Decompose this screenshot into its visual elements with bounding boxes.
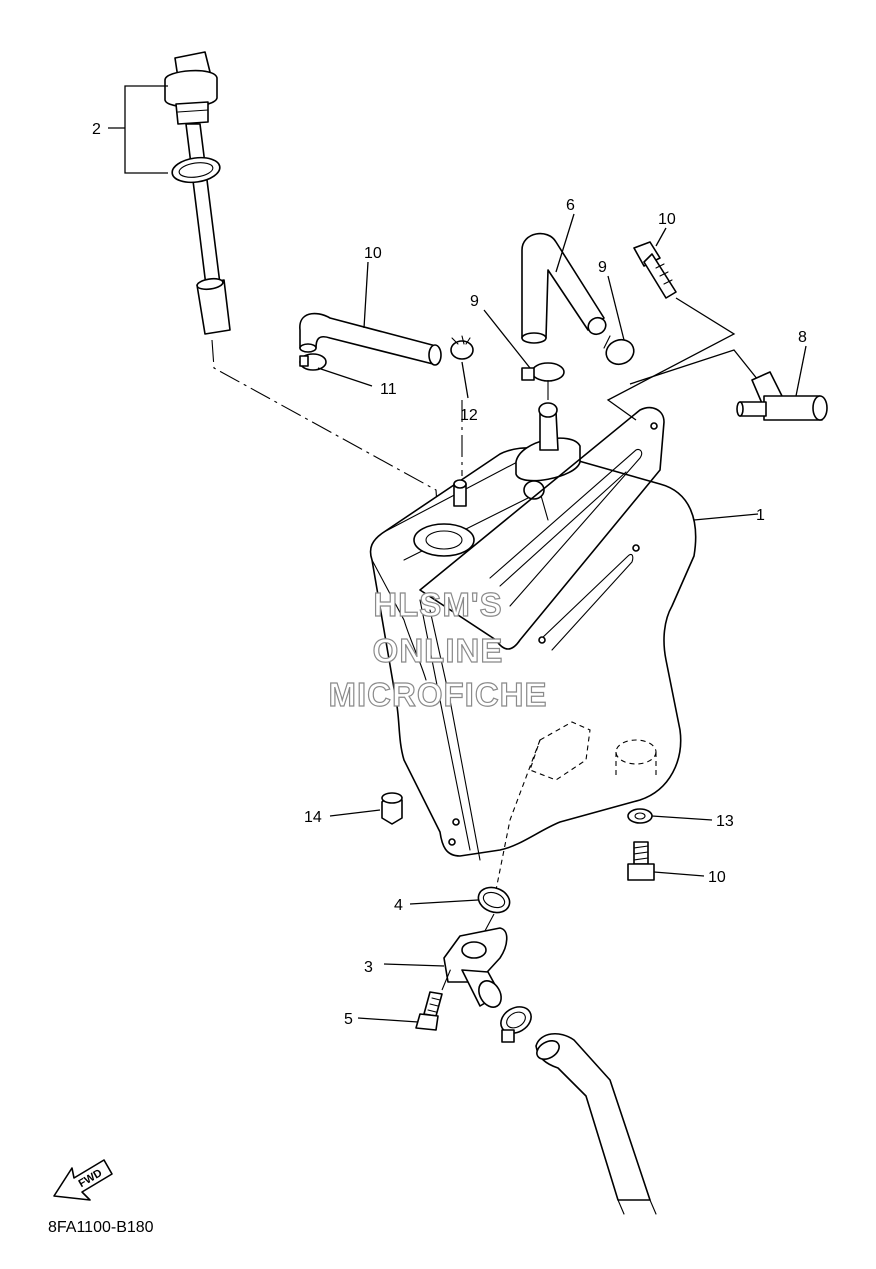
level-sensor [164,51,231,335]
leader-14 [329,809,381,817]
callout-14: 14 [304,809,322,826]
hose-clamp-9b [603,335,635,366]
assembly-line-5 [441,965,453,991]
watermark-line-3: MICROFICHE [329,676,548,713]
fwd-arrow-icon: FWD [53,1159,113,1201]
hose-clamp-10a [299,353,327,371]
watermark-line-1: HLSM'S [373,586,502,623]
elbow-hose-6 [521,232,607,344]
leader-10b [461,361,469,399]
bolt-5 [415,991,443,1031]
leader-4 [409,899,479,905]
outlet-flange-3 [443,927,508,1008]
bolt-13 [633,241,677,299]
leader-9b [607,275,625,341]
bolt-11 [627,841,655,881]
callout-10a: 11 [380,381,397,398]
leader-5 [357,1017,419,1023]
leader-10a [317,367,373,387]
watermark-line-2: ONLINE [373,632,504,669]
callout-13: 10 [658,211,676,228]
callout-9b: 9 [598,259,607,276]
washer-12 [627,808,653,824]
callout-4: 4 [394,897,403,914]
callout-1: 1 [756,507,765,524]
leader-6 [555,213,575,273]
callout-12: 13 [716,813,734,830]
leader-12 [651,815,713,821]
breather-hose-7 [299,312,442,366]
leader-8 [795,345,807,397]
callout-8: 8 [798,329,807,346]
leader-1 [693,513,759,521]
callout-2: 2 [92,121,101,138]
callout-5: 5 [344,1011,353,1028]
callout-2-bracket [108,85,168,174]
fitting-8 [736,371,828,421]
callout-7: 10 [364,245,382,262]
callout-10b: 12 [460,407,478,424]
oil-tank-1 [369,402,697,891]
diagram-code: 8FA1100-B180 [48,1219,154,1236]
callout-11: 10 [708,869,726,886]
hose-clamp-10b [450,335,474,360]
o-ring-4 [477,886,511,914]
callout-6: 6 [566,197,575,214]
leader-13-path [606,297,736,421]
leader-8-path [629,349,759,385]
leader-3 [383,963,445,967]
outlet-hose-clamp [500,1006,532,1043]
callout-9a: 9 [470,293,479,310]
leader-13 [655,227,667,247]
callout-3: 3 [364,959,373,976]
nut-14 [381,792,403,825]
leader-9a [483,309,531,369]
leader-11 [653,871,705,877]
assembly-line-sensor [211,339,439,521]
leader-7 [363,261,369,329]
outlet-hose [535,1033,657,1215]
